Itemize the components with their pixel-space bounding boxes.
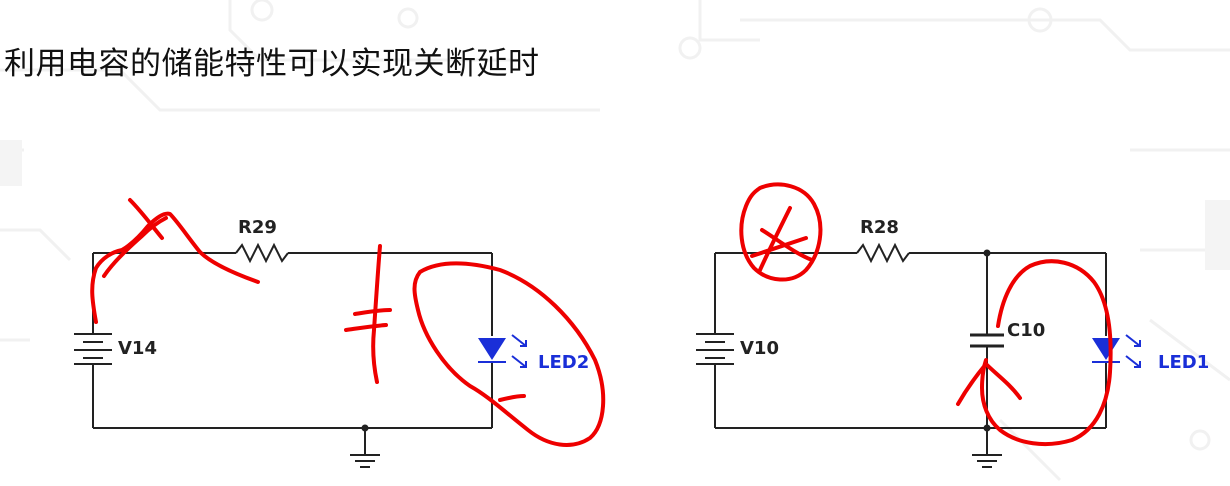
right-ground-icon [972, 424, 1002, 468]
left-led-label: LED2 [538, 352, 589, 373]
ink-switch-crossout-right [739, 182, 823, 282]
slide-title: 利用电容的储能特性可以实现关断延时 [4, 46, 540, 82]
right-junction-dot [983, 249, 991, 257]
left-led-icon [478, 334, 527, 368]
right-resistor-label: R28 [860, 217, 899, 238]
ink-discharge-loop-right [980, 259, 1113, 447]
ink-switch-scribble-left [90, 211, 260, 324]
left-circuit: R29 V14 LED2 [74, 217, 589, 468]
left-resistor-label: R29 [238, 217, 277, 238]
right-led-label: LED1 [1158, 352, 1209, 373]
right-led-icon [1092, 334, 1141, 368]
ink-capacitor-sketch-left [371, 244, 382, 384]
ink-led-circle-left [412, 261, 606, 447]
right-capacitor-c10 [970, 333, 1004, 348]
right-circuit: R28 V10 C10 LED1 [696, 217, 1209, 468]
left-battery-v14 [74, 333, 112, 365]
right-capacitor-label: C10 [1007, 320, 1045, 341]
right-resistor-r28 [856, 242, 910, 264]
right-battery-v10 [696, 333, 734, 365]
left-source-label: V14 [118, 338, 157, 359]
right-source-label: V10 [740, 338, 779, 359]
left-ground-icon [350, 424, 380, 468]
ink-annotations [90, 182, 1113, 447]
left-resistor-r29 [235, 242, 289, 264]
ink-arrow-up-right [956, 362, 1022, 406]
